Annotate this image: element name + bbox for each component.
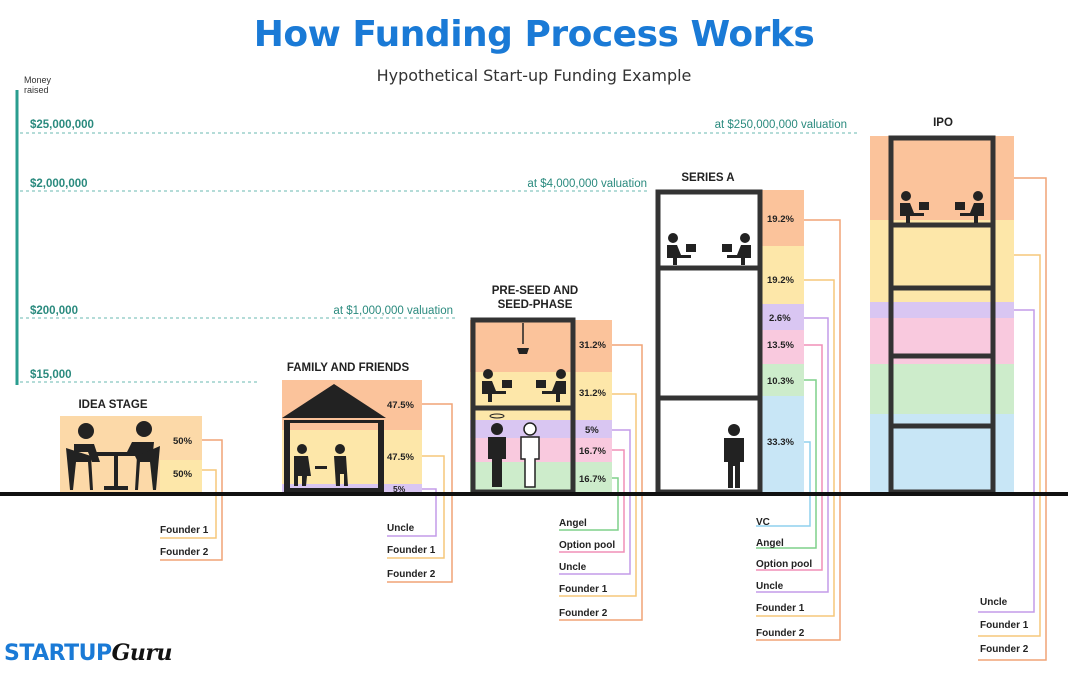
holder-legend: Founder 1 — [387, 545, 436, 556]
brand-logo: STARTUPGuru — [4, 640, 173, 666]
level-valuation: at $1,000,000 valuation — [333, 305, 453, 317]
level-valuation: at $4,000,000 valuation — [527, 178, 647, 190]
slice-pct: 2.6% — [769, 313, 791, 324]
holder-legend: Founder 1 — [756, 603, 805, 614]
logo-main: STARTUP — [4, 641, 112, 666]
holder-legend: Founder 2 — [160, 547, 209, 558]
slice-pct: 31.2% — [579, 388, 606, 399]
holder-legend: Founder 2 — [387, 569, 436, 580]
stage-idea: IDEA STAGE 50% 50% Founder 1 Founder 2 — [60, 399, 223, 561]
stage-title: IPO — [933, 117, 953, 129]
level-25m: $25,000,000 at $250,000,000 valuation — [20, 119, 860, 134]
holder-legend: Founder 1 — [980, 620, 1029, 631]
slice-pct: 5% — [393, 484, 406, 494]
level-valuation: at $250,000,000 valuation — [715, 119, 847, 131]
stage-title: IDEA STAGE — [78, 399, 147, 411]
holder-legend: VC — [756, 517, 770, 528]
holder-legend: Angel — [559, 518, 587, 529]
level-15k: $15,000 — [20, 369, 260, 383]
stage-family-friends: FAMILY AND FRIENDS 47.5% 47.5% 5% — [282, 362, 453, 583]
holder-legend: Option pool — [756, 559, 812, 570]
level-2m: $2,000,000 at $4,000,000 valuation — [20, 178, 650, 192]
stage-title: SERIES A — [681, 172, 734, 184]
holder-legend: Founder 2 — [559, 608, 608, 619]
slice-pct: 19.2% — [767, 214, 794, 225]
level-amount: $200,000 — [30, 305, 78, 317]
founders-at-table-icon — [66, 421, 160, 490]
level-200k: $200,000 at $1,000,000 valuation — [20, 305, 456, 319]
holder-legend: Founder 1 — [559, 584, 608, 595]
slice-pct: 16.7% — [579, 474, 606, 485]
holder-legend: Angel — [756, 538, 784, 549]
logo-script: Guru — [111, 640, 173, 666]
slice-pct: 16.7% — [579, 446, 606, 457]
holder-legend: Uncle — [559, 562, 587, 573]
slice-pct: 13.5% — [767, 340, 794, 351]
holder-legend: Uncle — [980, 597, 1008, 608]
slice-pct: 47.5% — [387, 452, 414, 463]
level-amount: $2,000,000 — [30, 178, 88, 190]
slice-pct: 50% — [173, 469, 193, 480]
stage-ipo: IPO — [870, 117, 1047, 661]
page-title: How Funding Process Works — [253, 14, 815, 55]
slice-pct: 50% — [173, 436, 193, 447]
stage-series-a: SERIES A 19.2% 19.2 — [655, 172, 841, 641]
holder-legend: Founder 2 — [980, 644, 1029, 655]
slice-pct: 31.2% — [579, 340, 606, 351]
axis-label: Money raised — [24, 75, 52, 95]
slice-pct: 10.3% — [767, 376, 794, 387]
level-amount: $25,000,000 — [30, 119, 94, 131]
ground-line — [0, 492, 1068, 496]
house-icon — [282, 384, 386, 492]
holder-legend: Option pool — [559, 540, 615, 551]
slice-pct: 47.5% — [387, 400, 414, 411]
holder-legend: Founder 1 — [160, 525, 209, 536]
office-workers-icon — [900, 191, 984, 223]
slice-pct: 5% — [585, 425, 599, 436]
stage-title: FAMILY AND FRIENDS — [287, 362, 410, 374]
holder-legend: Founder 2 — [756, 628, 805, 639]
slice-pct: 19.2% — [767, 275, 794, 286]
page-subtitle: Hypothetical Start-up Funding Example — [376, 66, 692, 85]
holder-legend: Uncle — [387, 523, 415, 534]
holder-legend: Uncle — [756, 581, 784, 592]
level-amount: $15,000 — [30, 369, 72, 381]
slice-pct: 33.3% — [767, 437, 794, 448]
office-workers-icon — [482, 323, 566, 488]
office-workers-icon — [667, 233, 751, 488]
